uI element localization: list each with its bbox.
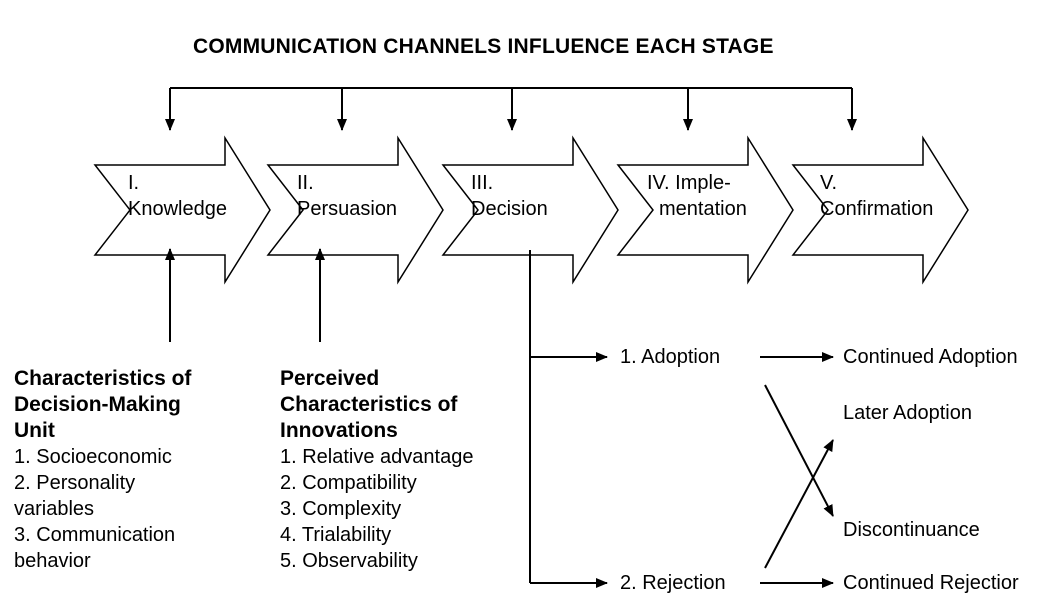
- stage-implementation-line1: IV. Imple-: [647, 172, 731, 194]
- stage-implementation-line2: mentation: [659, 198, 747, 220]
- stage-knowledge-line1: I.: [128, 172, 140, 194]
- decision-unit-heading-line1: Characteristics of: [14, 367, 192, 390]
- decision-unit-item: 3. Communication: [14, 524, 176, 546]
- innovation-item: 1. Relative advantage: [280, 446, 474, 468]
- stage-arrow-confirmation: [791, 135, 969, 285]
- decision-unit-heading-line2: Decision-Making: [14, 393, 181, 416]
- rejection-label: 2. Rejection: [620, 572, 726, 594]
- innovation-item: 2. Compatibility: [280, 472, 417, 494]
- decision-unit-panel: Characteristics of Decision-Making Unit …: [14, 366, 191, 574]
- later-adoption-label: Later Adoption: [843, 402, 972, 424]
- innovation-item: 4. Trialability: [280, 524, 392, 546]
- stage-label-persuasion: II. Persuasion: [297, 170, 397, 222]
- channel-connector: [165, 87, 857, 131]
- stage-label-knowledge: I. Knowledge: [128, 170, 227, 222]
- stage-label-decision: III. Decision: [471, 170, 548, 222]
- discontinuance-label: Discontinuance: [843, 519, 980, 541]
- stage-decision-line2: Decision: [471, 198, 548, 220]
- arrow-discontinuance: [764, 384, 834, 517]
- stage-persuasion-line1: II.: [297, 172, 314, 194]
- continued-rejection-label: Continued Rejectior: [843, 572, 1019, 594]
- stage-arrow-decision: [441, 135, 619, 285]
- innovation-characteristics-panel: Perceived Characteristics of Innovations…: [280, 366, 473, 574]
- stage-confirmation-line1: V.: [820, 172, 838, 194]
- innovation-heading-line2: Characteristics of: [280, 393, 458, 416]
- innovation-item: 5. Observability: [280, 550, 418, 572]
- innovation-heading-line3: Innovations: [280, 419, 398, 442]
- decision-unit-item: 2. Personality: [14, 472, 136, 494]
- stage-label-implementation: IV. Imple- mentation: [647, 170, 747, 222]
- stage-persuasion-line2: Persuasion: [297, 198, 398, 220]
- diagram-title: COMMUNICATION CHANNELS INFLUENCE EACH ST…: [193, 35, 774, 58]
- stage-decision-line1: III.: [471, 172, 494, 194]
- stage-label-confirmation: V. Confirmation: [820, 170, 933, 222]
- decision-unit-item: 1. Socioeconomic: [14, 446, 172, 468]
- decision-unit-item: behavior: [14, 550, 91, 572]
- adoption-label: 1. Adoption: [620, 346, 721, 368]
- innovation-heading-line1: Perceived: [280, 367, 380, 390]
- stage-arrow-persuasion: [266, 135, 444, 285]
- decision-unit-heading-line3: Unit: [14, 419, 55, 442]
- stage-arrow-implementation: [616, 135, 794, 285]
- decision-unit-item: variables: [14, 498, 95, 520]
- innovation-item: 3. Complexity: [280, 498, 402, 520]
- stage-knowledge-line2: Knowledge: [128, 198, 227, 220]
- continued-adoption-label: Continued Adoption: [843, 346, 1018, 368]
- arrow-later-adoption: [764, 439, 834, 569]
- stage-confirmation-line2: Confirmation: [820, 198, 934, 220]
- stage-arrow-knowledge: [93, 135, 271, 285]
